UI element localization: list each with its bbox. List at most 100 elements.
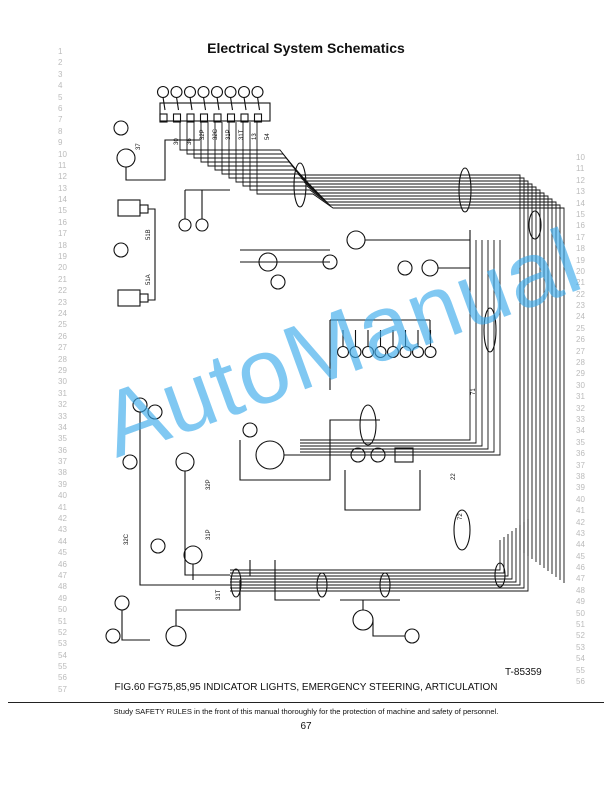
ruler-line-number: 44 [58, 536, 67, 546]
ruler-line-number: 22 [576, 289, 585, 299]
ruler-line-number: 11 [576, 164, 585, 174]
ruler-line-number: 15 [58, 206, 67, 216]
ruler-line-number: 26 [576, 335, 585, 345]
connector-callout [224, 85, 237, 99]
ruler-line-number: 36 [576, 449, 585, 459]
ruler-line-number: 48 [576, 585, 585, 595]
connector-callout [197, 85, 210, 99]
ruler-line-number: 33 [58, 411, 67, 421]
ruler-line-number: 36 [58, 445, 67, 455]
footer-divider [8, 702, 604, 703]
figure-caption: FIG.60 FG75,85,95 INDICATOR LIGHTS, EMER… [114, 682, 498, 693]
ruler-line-number: 44 [576, 540, 585, 550]
ruler-line-number: 40 [576, 494, 585, 504]
safety-notice: Study SAFETY RULES in the front of this … [113, 707, 499, 716]
ruler-line-number: 23 [576, 301, 585, 311]
indicator-lamp [424, 345, 437, 359]
wire-bundle-right [300, 210, 542, 456]
ruler-line-number: 43 [58, 525, 67, 535]
ruler-line-number: 50 [576, 608, 585, 618]
ruler-line-number: 54 [58, 650, 67, 660]
ruler-line-number: 56 [576, 676, 585, 686]
ruler-line-number: 22 [58, 286, 67, 296]
ruler-line-number: 34 [576, 426, 585, 436]
left-components [113, 120, 471, 307]
ruler-line-number: 26 [58, 331, 67, 341]
ruler-line-number: 10 [576, 153, 585, 162]
page-number: 67 [300, 721, 312, 732]
ruler-line-number: 40 [58, 491, 67, 501]
ruler-line-number: 57 [58, 684, 67, 694]
ruler-line-number: 53 [576, 642, 585, 652]
ruler-line-number: 28 [576, 358, 585, 368]
indicator-lamp [411, 345, 425, 359]
wire-label: 51B [146, 229, 152, 240]
ruler-line-number: 27 [576, 346, 585, 356]
wire-label: 31T [216, 589, 222, 600]
ruler-line-number: 30 [576, 380, 585, 390]
connector-callout [237, 85, 251, 99]
indicator-lamp [336, 345, 350, 359]
wire-label: 71 [471, 388, 477, 395]
ruler-line-number: 3 [58, 69, 63, 79]
ruler-line-number: 16 [576, 221, 585, 231]
ruler-line-number: 42 [576, 517, 585, 527]
wire-bundle-main [179, 122, 565, 583]
ruler-line-number: 29 [58, 365, 67, 375]
ruler-line-number: 5 [58, 92, 63, 102]
ruler-line-number: 14 [576, 198, 585, 208]
wire-label: 32C [124, 533, 130, 545]
ruler-line-number: 32 [576, 403, 585, 413]
connector-pin [253, 113, 263, 123]
ruler-line-number: 53 [58, 639, 67, 649]
ruler-line-number: 46 [58, 559, 67, 569]
ruler-line-number: 43 [576, 528, 585, 538]
ruler-line-number: 12 [58, 172, 67, 182]
ruler-line-number: 52 [576, 631, 585, 641]
wire-label: 31P [206, 529, 212, 540]
ruler-line-number: 10 [58, 149, 67, 159]
ruler-line-number: 47 [58, 570, 67, 580]
ruler-line-number: 39 [58, 479, 67, 489]
ruler-line-number: 13 [58, 183, 67, 193]
connector-block [156, 85, 271, 123]
connector-pin [159, 113, 168, 123]
ruler-line-number: 49 [576, 597, 585, 607]
ruler-line-number: 20 [58, 263, 67, 273]
indicator-lamp [349, 345, 362, 359]
ruler-line-number: 19 [58, 252, 67, 262]
ruler-line-number: 34 [58, 422, 67, 432]
connector-callout [210, 85, 224, 99]
ruler-line-number: 25 [58, 320, 67, 330]
ruler-line-number: 29 [576, 369, 585, 379]
wire-label: 30 [174, 138, 180, 145]
wire-label: 51A [146, 274, 152, 285]
page-title: Electrical System Schematics [207, 40, 405, 56]
connector-callout [251, 85, 264, 99]
ruler-line-number: 45 [576, 551, 585, 561]
ruler-line-number: 24 [576, 312, 585, 322]
connector-pin [226, 113, 236, 123]
wire-label: 31T [239, 129, 245, 140]
lower-left-components [105, 397, 320, 647]
wire-label: 22 [451, 473, 457, 480]
ruler-line-number: 49 [58, 593, 67, 603]
wire-label: 32C [213, 128, 219, 140]
ruler-line-number: 8 [58, 126, 63, 136]
ruler-line-number: 27 [58, 343, 67, 353]
indicator-lamp [399, 345, 412, 359]
ruler-line-number: 35 [576, 437, 585, 447]
ruler-line-number: 18 [576, 244, 585, 254]
connector-callout [156, 85, 170, 99]
connector-pin [199, 113, 209, 123]
indicator-lamp-group [329, 319, 437, 390]
wire-label: 37 [136, 143, 142, 150]
ruler-line-number: 54 [576, 654, 585, 664]
ruler-line-number: 4 [58, 81, 63, 91]
ruler-line-number: 25 [576, 323, 585, 333]
connector-pin [172, 113, 182, 123]
ruler-line-number: 2 [58, 58, 63, 68]
ruler-line-number: 51 [576, 620, 585, 630]
